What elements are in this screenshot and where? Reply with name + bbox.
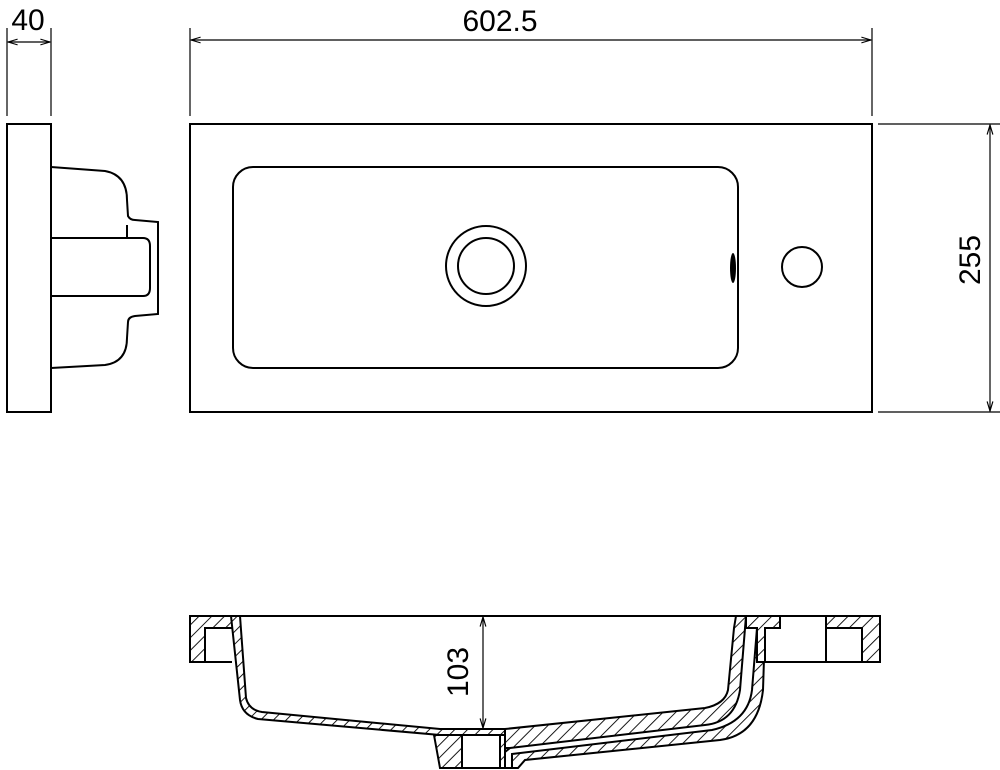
section-view (189, 615, 881, 769)
tap-hole (781, 246, 823, 288)
dimension-thickness: 40 (6, 4, 52, 116)
bowl-depth-label: 103 (442, 647, 475, 697)
basin-outline (232, 166, 739, 369)
width-label: 602.5 (462, 5, 537, 38)
top-view (189, 123, 873, 413)
side-view (6, 123, 159, 413)
dimension-depth: 255 (878, 123, 1000, 413)
depth-label: 255 (954, 235, 987, 285)
drain-inner (457, 237, 515, 295)
overflow-slot (730, 253, 736, 283)
dimension-bowl-depth: 103 (442, 617, 483, 728)
drain-outer (445, 225, 527, 307)
thickness-label: 40 (11, 4, 44, 37)
dimension-width: 602.5 (189, 5, 873, 116)
